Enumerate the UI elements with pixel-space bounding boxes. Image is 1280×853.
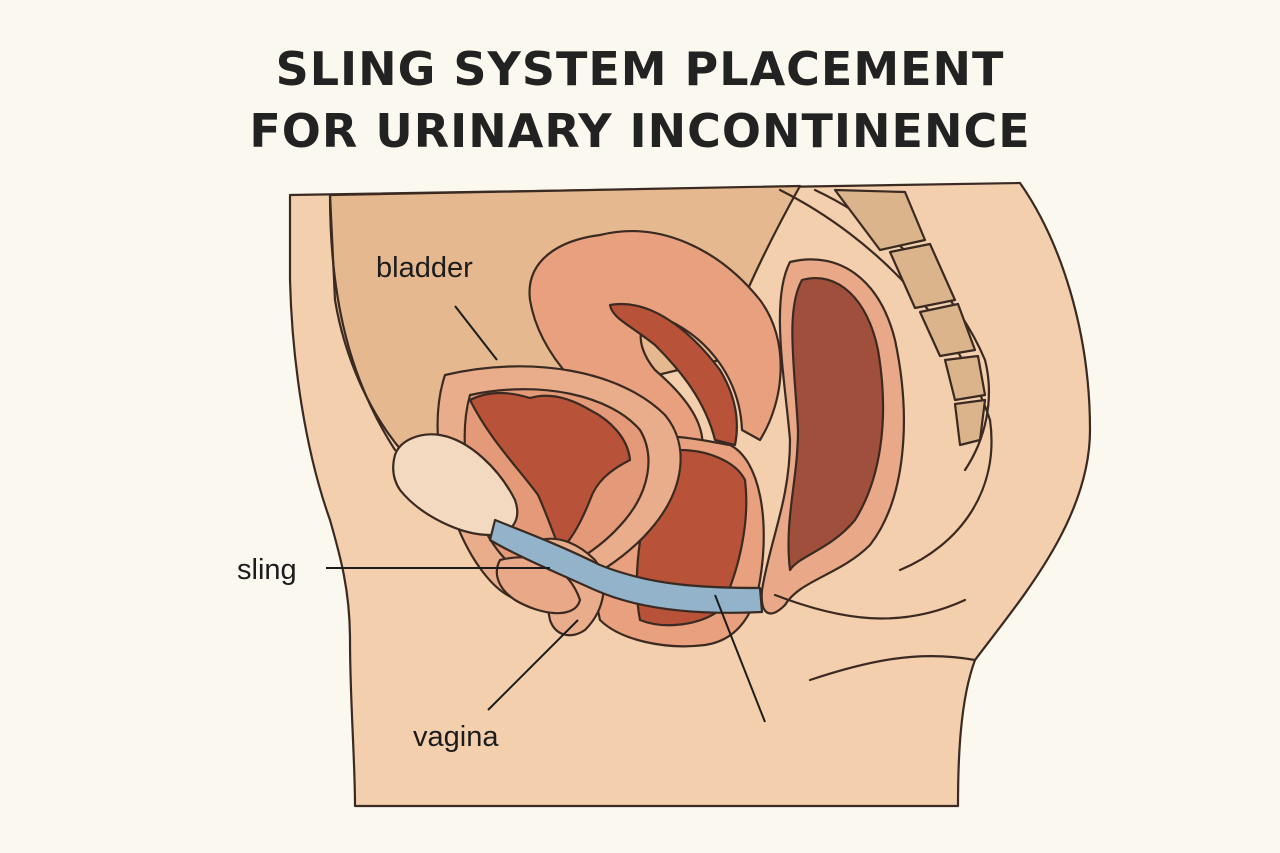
sacrum-spine bbox=[813, 188, 991, 472]
lower-back-curve bbox=[773, 593, 967, 620]
vertebra bbox=[943, 354, 987, 402]
vertebra bbox=[953, 398, 987, 447]
front-contour bbox=[328, 193, 397, 452]
vertebra bbox=[888, 242, 957, 310]
bladder-interior bbox=[468, 391, 632, 552]
diagram-title: SLING SYSTEM PLACEMENT FOR URINARY INCON… bbox=[0, 38, 1280, 162]
vertebra bbox=[918, 302, 977, 358]
title-line-2: FOR URINARY INCONTINENCE bbox=[249, 104, 1031, 158]
sling-label: sling bbox=[237, 554, 297, 586]
sling bbox=[488, 518, 764, 614]
bladder-label: bladder bbox=[376, 252, 473, 284]
vertebra bbox=[833, 188, 927, 252]
sling-lower-leader-line bbox=[714, 594, 766, 723]
belly-fold bbox=[808, 654, 977, 682]
uterine-cavity bbox=[608, 302, 738, 447]
title-line-1: SLING SYSTEM PLACEMENT bbox=[275, 42, 1005, 96]
rectum bbox=[787, 277, 885, 572]
pubic-bone bbox=[392, 433, 519, 537]
vagina-leader-line bbox=[487, 619, 579, 711]
bladder-leader-line bbox=[454, 305, 498, 361]
vagina-label: vagina bbox=[413, 721, 499, 753]
